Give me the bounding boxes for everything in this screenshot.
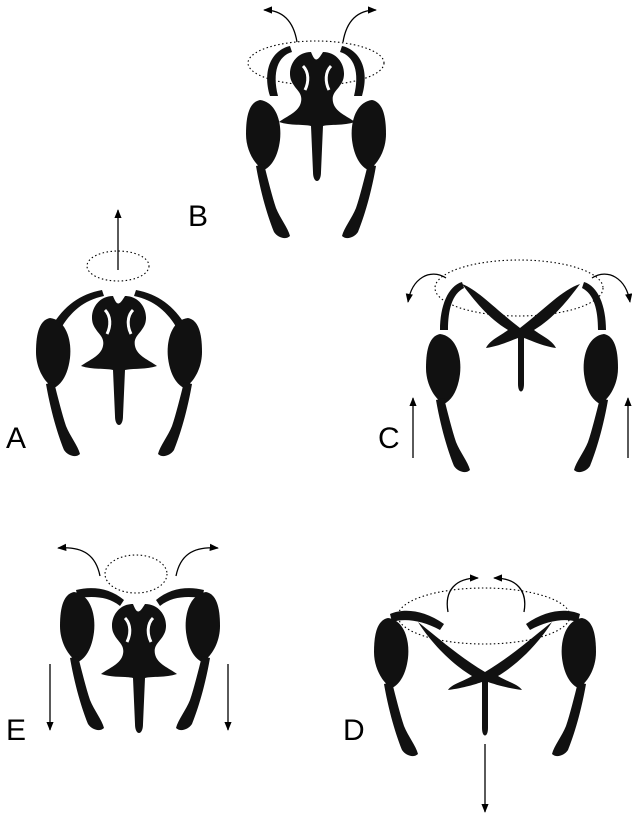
central-sclerite-c [462,284,580,392]
arrow-b-left [264,10,297,42]
panel-label-a: A [6,422,26,455]
rotation-zone-e [105,555,167,593]
panel-d: D [343,578,596,812]
lateral-sclerite-e-left [60,592,104,730]
lateral-sclerite-a-right [158,318,202,456]
central-sclerite-a [81,296,157,425]
arm-c-left [440,282,464,330]
central-sclerite-b [279,52,355,181]
panel-c: C [378,260,630,472]
lateral-sclerite-d-left [374,618,418,756]
lateral-sclerite-e-right [176,592,220,730]
arrow-d-right [494,578,525,612]
lateral-sclerite-d-right [552,618,596,756]
arc-b-left [267,46,292,96]
lateral-sclerite-c-right [574,334,618,472]
arrow-c-left [408,274,446,302]
lateral-sclerite-a-left [36,318,80,456]
central-sclerite-d [418,622,552,736]
panel-a: A [6,210,202,456]
lateral-sclerite-c-left [426,334,470,472]
arrow-e-right [176,548,218,576]
panel-label-c: C [378,422,400,455]
panel-e: E [6,548,228,747]
panel-b: B [188,10,386,238]
panel-label-d: D [343,714,365,747]
arrow-e-left [58,548,100,576]
arrow-b-right [343,10,376,42]
panel-label-e: E [6,714,26,747]
arrow-d-left [447,578,478,612]
central-sclerite-e [101,604,177,733]
panel-label-b: B [188,200,208,233]
